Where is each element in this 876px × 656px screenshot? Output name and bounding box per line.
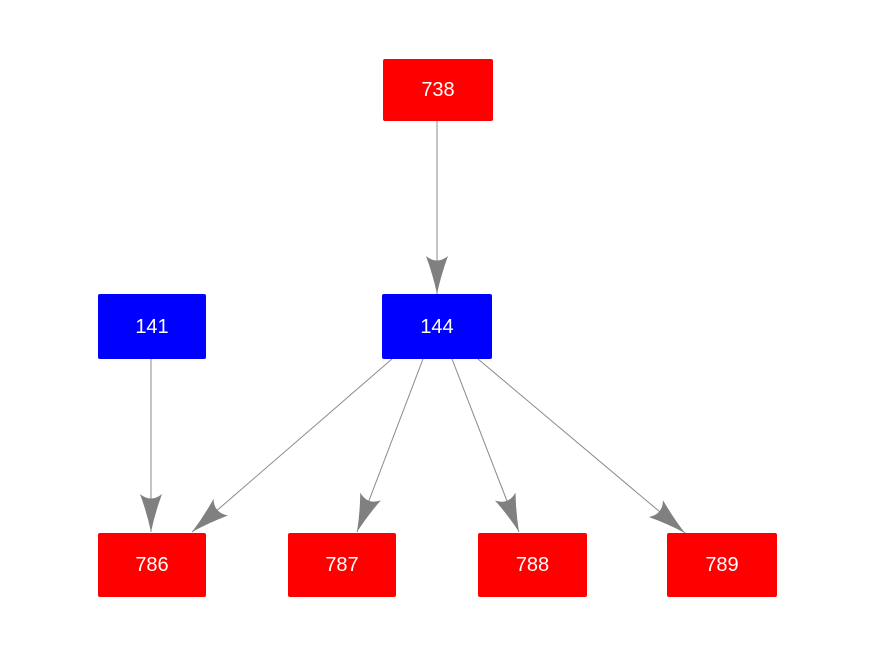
edge-144-789 <box>477 358 686 534</box>
node-label: 738 <box>421 79 455 101</box>
edge-144-786 <box>191 358 393 533</box>
edge-144-787 <box>356 358 424 533</box>
graph-node-144[interactable]: 144 <box>382 294 492 359</box>
edge-144-788 <box>451 358 520 533</box>
graph-node-787[interactable]: 787 <box>288 533 396 597</box>
graph-node-788[interactable]: 788 <box>478 533 587 597</box>
node-label: 789 <box>705 554 739 576</box>
node-label: 787 <box>325 554 359 576</box>
node-label: 144 <box>420 315 454 338</box>
graph-node-789[interactable]: 789 <box>667 533 777 597</box>
node-label: 141 <box>135 315 169 338</box>
graph-node-786[interactable]: 786 <box>98 533 206 597</box>
node-label: 788 <box>515 554 550 576</box>
node-label: 786 <box>135 554 169 576</box>
graph-node-738[interactable]: 738 <box>383 59 493 121</box>
graph-node-141[interactable]: 141 <box>98 294 206 359</box>
